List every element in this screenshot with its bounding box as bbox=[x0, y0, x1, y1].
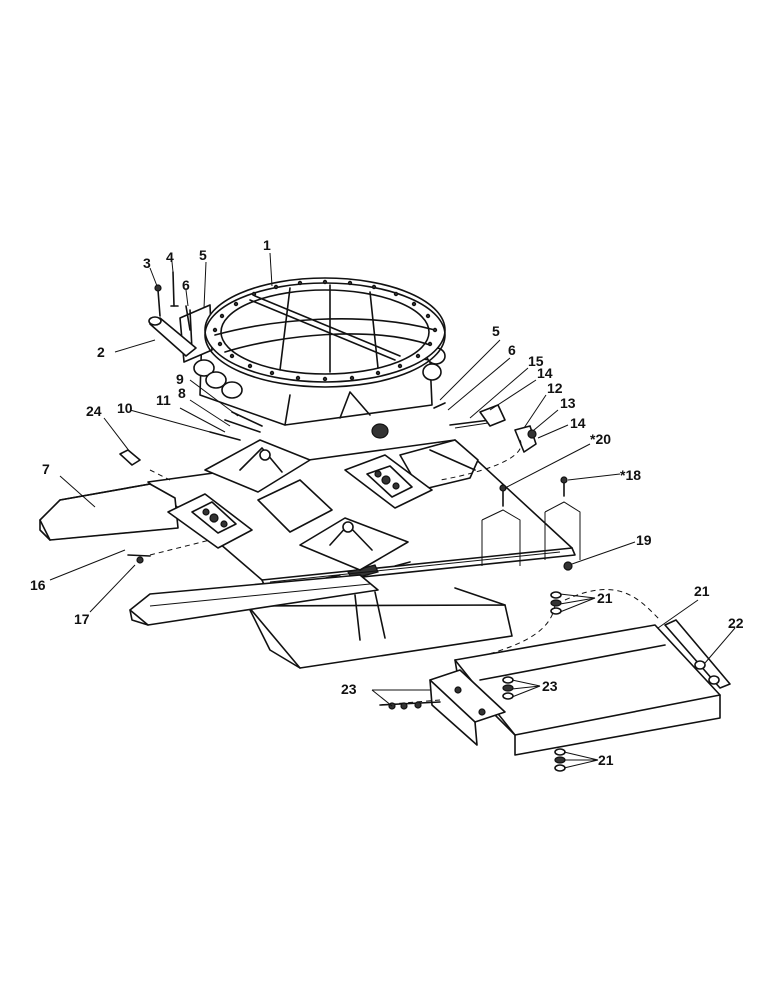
washers-21-bottom bbox=[554, 748, 566, 772]
washers-21-top bbox=[550, 591, 562, 615]
callout-18: *18 bbox=[620, 467, 641, 483]
bolt-17 bbox=[127, 554, 151, 564]
callout-20: *20 bbox=[590, 431, 611, 447]
callout-10: 10 bbox=[117, 400, 133, 416]
callout-15: 15 bbox=[528, 353, 544, 369]
turntable-ring bbox=[204, 277, 446, 388]
callout-1: 1 bbox=[263, 237, 271, 253]
front-arm bbox=[129, 574, 379, 626]
callout-22: 22 bbox=[728, 615, 744, 631]
callout-5-right: 5 bbox=[492, 323, 500, 339]
callout-4: 4 bbox=[166, 249, 174, 265]
pin-2 bbox=[148, 316, 197, 357]
callout-labels: 1 2 3 4 5 5 6 6 7 8 9 10 11 12 13 14 14 … bbox=[30, 237, 744, 768]
callout-8: 8 bbox=[178, 385, 186, 401]
callout-6-left: 6 bbox=[182, 277, 190, 293]
callout-16: 16 bbox=[30, 577, 46, 593]
callout-5-left: 5 bbox=[199, 247, 207, 263]
pin-5-right bbox=[433, 402, 446, 409]
hinge-bracket-rear bbox=[204, 439, 311, 493]
cotter-4 bbox=[170, 271, 179, 307]
callout-23-left: 23 bbox=[341, 681, 357, 697]
callout-13: 13 bbox=[560, 395, 576, 411]
right-slide-bracket bbox=[344, 454, 433, 509]
spring-15 bbox=[449, 419, 491, 429]
latch-14 bbox=[479, 404, 506, 427]
leader-lines bbox=[49, 252, 736, 769]
right-rear-arm bbox=[399, 439, 479, 491]
callout-6-right: 6 bbox=[508, 342, 516, 358]
left-slide-bracket bbox=[167, 493, 253, 549]
callout-23-right: 23 bbox=[542, 678, 558, 694]
left-arm bbox=[39, 483, 179, 541]
callout-3: 3 bbox=[143, 255, 151, 271]
handle-13 bbox=[514, 425, 537, 453]
callout-19: 19 bbox=[636, 532, 652, 548]
lower-tray bbox=[454, 619, 731, 756]
callout-11: 11 bbox=[156, 392, 171, 408]
clip-6-left bbox=[185, 305, 191, 331]
assembly-lines bbox=[149, 439, 661, 706]
side-bracket-23 bbox=[429, 669, 506, 746]
callout-17: 17 bbox=[74, 611, 90, 627]
hinge-bracket-front bbox=[299, 517, 409, 571]
callout-12: 12 bbox=[547, 380, 563, 396]
callout-21-top: 21 bbox=[597, 590, 613, 606]
washers-23-right bbox=[502, 676, 514, 700]
callout-7: 7 bbox=[42, 461, 50, 477]
bolt-guides bbox=[481, 501, 581, 566]
callout-14-top: 14 bbox=[537, 365, 553, 381]
bolt-3 bbox=[154, 284, 162, 317]
lower-apron bbox=[247, 587, 513, 669]
callout-21-tray: 21 bbox=[694, 583, 710, 599]
callout-21-bottom: 21 bbox=[598, 752, 614, 768]
rods-8-11 bbox=[209, 411, 263, 441]
callout-9: 9 bbox=[176, 371, 184, 387]
pin-24 bbox=[119, 449, 141, 466]
callout-24: 24 bbox=[86, 403, 102, 419]
nut-19 bbox=[563, 561, 573, 571]
callout-2: 2 bbox=[97, 344, 105, 360]
callout-14-lower: 14 bbox=[570, 415, 586, 431]
bolt-18 bbox=[560, 476, 568, 497]
